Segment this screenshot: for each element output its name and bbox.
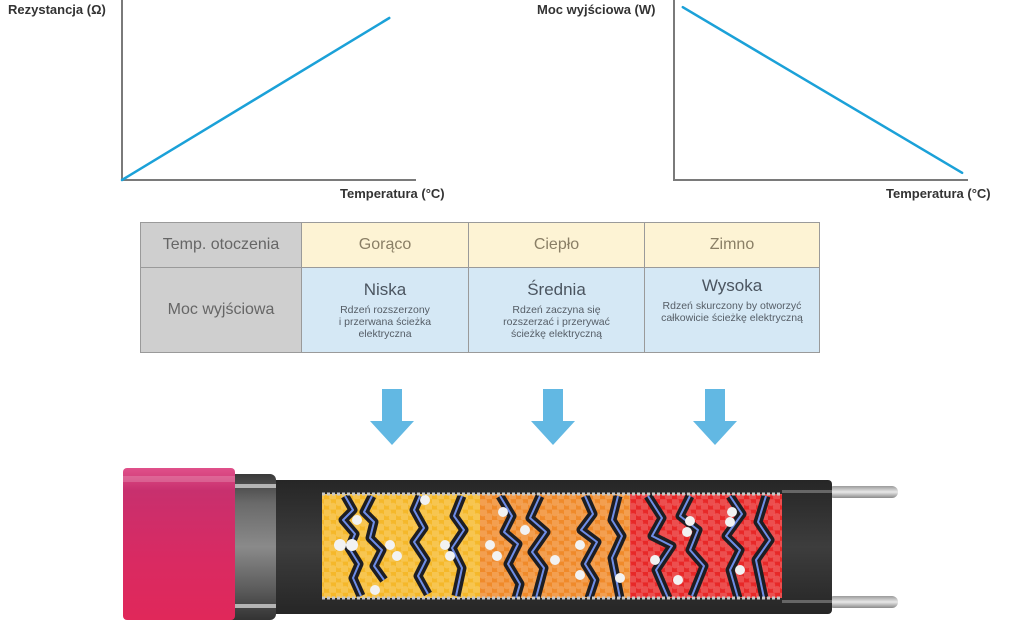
chart2-xlabel: Temperatura (°C) [886,186,991,201]
power-desc-line: Rdzeń rozszerzony [340,304,430,316]
power-desc-line: Rdzeń skurczony by otworzyć [662,300,802,312]
conductor-wire-top [828,486,898,498]
power-desc-line: i przerwana ścieżka [338,316,432,328]
power-desc-line: rozszerzać i przerywać [503,316,610,328]
power-desc-line: Rdzeń zaczyna się [512,304,601,316]
chart2-ylabel: Moc wyjściowa (W) [537,2,656,17]
temp-cell-warm: Ciepło [468,222,645,268]
metal-braid [226,474,276,620]
properties-table: Temp. otoczenia Gorąco Ciepło Zimno Moc … [140,222,820,353]
outer-jacket [123,468,235,620]
power-level: Niska [363,280,407,299]
temp-cell-cold: Zimno [644,222,820,268]
heating-cable [123,468,898,620]
power-desc-line: całkowicie ścieżkę elektryczną [661,312,803,324]
power-level: Wysoka [701,276,763,295]
power-cell-medium: Średnia Rdzeń zaczyna się rozszerzać i p… [468,267,645,353]
power-desc-line: elektryczna [358,328,412,340]
arrow-down-icon [693,389,737,445]
arrow-down-icon [370,389,414,445]
chart1-ylabel: Rezystancja (Ω) [8,2,106,17]
power-cell-low: Niska Rdzeń rozszerzony i przerwana ście… [301,267,469,353]
white-particles [334,495,745,595]
chart1-series-line [120,16,391,182]
chart2-series-line [681,5,964,175]
temp-cell-hot: Gorąco [301,222,469,268]
power-cell-high: Wysoka Rdzeń skurczony by otworzyć całko… [644,267,820,353]
arrow-down-icon [531,389,575,445]
power-level: Średnia [527,280,586,299]
table-row-temperature: Temp. otoczenia Gorąco Ciepło Zimno [140,222,820,268]
row-label-temperature: Temp. otoczenia [140,222,302,268]
chart1-xlabel: Temperatura (°C) [340,186,445,201]
power-desc-line: ścieżkę elektryczną [510,328,603,340]
conductive-paths [338,493,775,600]
table-row-power: Moc wyjściowa Niska Rdzeń rozszerzony i … [140,267,820,353]
row-label-power: Moc wyjściowa [140,267,302,353]
conductor-wire-bottom [828,596,898,608]
